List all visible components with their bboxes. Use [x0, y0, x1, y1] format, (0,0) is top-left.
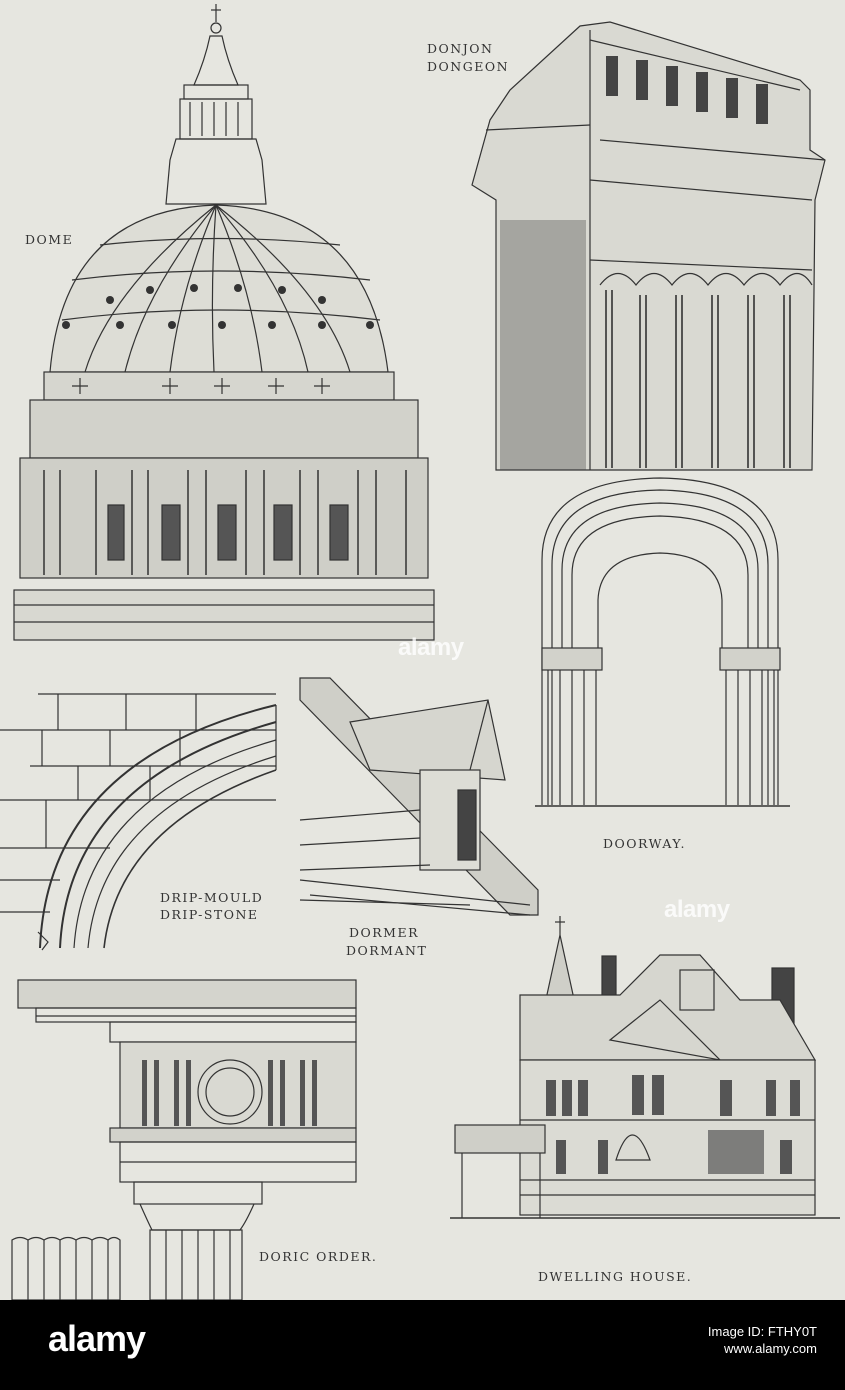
dwelling-house-illustration	[450, 916, 840, 1219]
caption-donjon: DONJON	[427, 41, 494, 56]
drip-mould-illustration	[0, 693, 277, 951]
doorway-illustration	[535, 477, 790, 807]
site-url: www.alamy.com	[724, 1341, 817, 1356]
caption-drip-stone: DRIP-STONE	[160, 907, 259, 922]
engraving-plate: DOME DONJON DONGEON DOORWAY. DRIP-MOULD …	[0, 0, 845, 1300]
watermark: alamy	[398, 634, 464, 661]
caption-dwelling-house: DWELLING HOUSE.	[538, 1269, 693, 1284]
caption-doorway: DOORWAY.	[603, 836, 687, 851]
caption-dome: DOME	[25, 232, 74, 247]
watermark: alamy	[664, 896, 730, 923]
alamy-logo: alamy	[48, 1318, 146, 1359]
image-info: Image ID: FTHY0T www.alamy.com	[708, 1323, 817, 1357]
doric-order-illustration	[11, 979, 357, 1300]
dome-illustration	[13, 4, 435, 641]
dormer-illustration	[299, 677, 539, 916]
caption-dongeon: DONGEON	[427, 59, 510, 74]
donjon-illustration	[471, 21, 826, 471]
caption-doric-order: DORIC ORDER.	[259, 1249, 378, 1264]
image-id: Image ID: FTHY0T	[707, 1324, 817, 1339]
caption-dormant: DORMANT	[346, 943, 428, 958]
footer-bar	[0, 1300, 845, 1390]
caption-dormer: DORMER	[349, 925, 420, 940]
plate-illustrations	[0, 4, 840, 1300]
caption-drip-mould: DRIP-MOULD	[160, 890, 264, 905]
